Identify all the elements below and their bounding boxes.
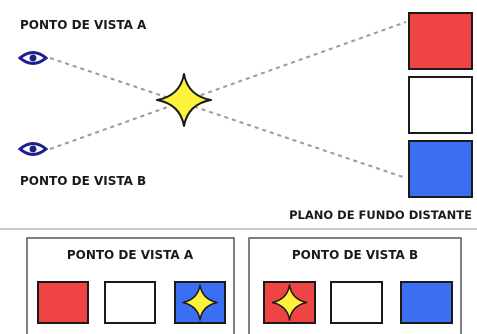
panel-b-square-white: [330, 281, 383, 324]
viewpoint-a-label: PONTO DE VISTA A: [20, 18, 147, 32]
panel-b-square-blue: [400, 281, 453, 324]
eye-icon: [17, 51, 49, 65]
eye-pupil: [29, 54, 37, 62]
sight-line-b: [49, 21, 407, 150]
background-square-blue: [408, 140, 473, 198]
panel-a-square-red: [37, 281, 89, 324]
background-squares: [408, 12, 473, 198]
star-icon: [156, 73, 212, 127]
sight-lines: [49, 21, 407, 179]
panel-a-square-white: [104, 281, 156, 324]
background-square-white: [408, 76, 473, 134]
star-icon: [182, 284, 218, 321]
background-label: PLANO DE FUNDO DISTANTE: [289, 208, 472, 222]
panel-viewpoint-b: PONTO DE VISTA B: [248, 237, 462, 334]
panel-viewpoint-a: PONTO DE VISTA A: [26, 237, 235, 334]
star-icon: [271, 284, 308, 321]
panel-b-title: PONTO DE VISTA B: [292, 248, 418, 262]
background-square-red: [408, 12, 473, 70]
viewpoint-b-label: PONTO DE VISTA B: [20, 174, 146, 188]
panel-a-title: PONTO DE VISTA A: [67, 248, 194, 262]
eye-icon: [17, 142, 49, 156]
sight-line-a: [49, 57, 407, 179]
eye-pupil: [29, 145, 37, 153]
